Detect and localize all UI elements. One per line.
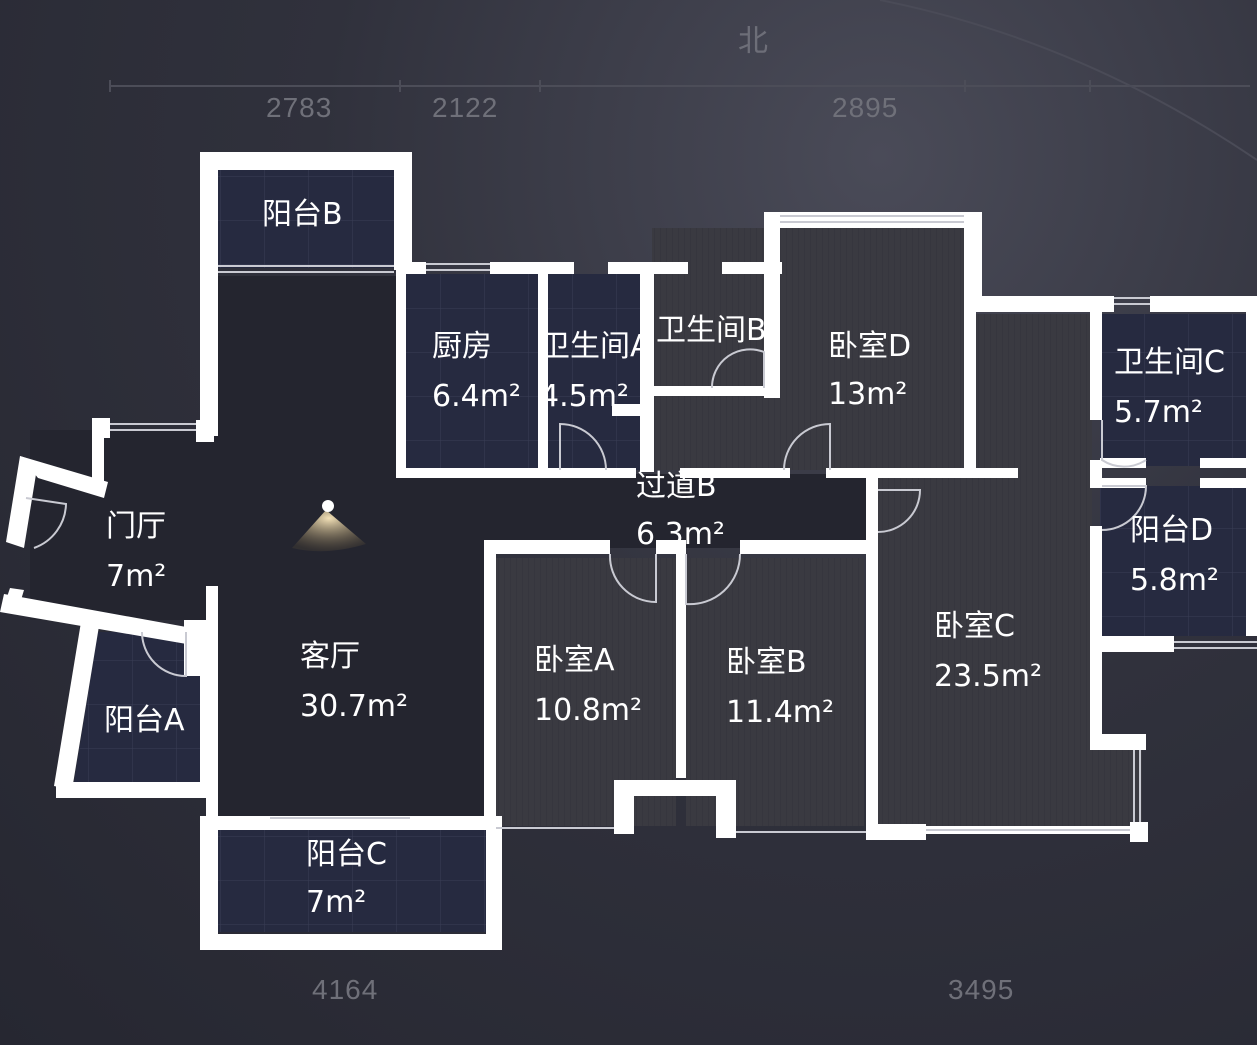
room-bath-c-area: 5.7m²: [1114, 395, 1203, 430]
north-label: 北: [738, 24, 768, 59]
room-bath-b-name[interactable]: 卫生间B: [656, 313, 767, 348]
doors: [25, 348, 1148, 678]
door-bath-c: [1101, 420, 1147, 468]
room-kitchen-name[interactable]: 厨房: [432, 329, 492, 364]
door-bed-d: [783, 422, 831, 471]
dimension-top-3: 2895: [832, 92, 899, 123]
floor-bath-a: [546, 274, 642, 470]
room-hallway-b-name[interactable]: 过道B: [636, 469, 717, 504]
room-bed-c-area: 23.5m²: [934, 659, 1043, 694]
room-bed-a-area: 10.8m²: [534, 693, 643, 728]
room-bed-a-name[interactable]: 卧室A: [534, 643, 615, 678]
floor-living-lower: [216, 540, 486, 824]
room-living-area: 30.7m²: [300, 689, 409, 724]
room-bath-a-area: 4.5m²: [540, 379, 629, 414]
room-balcony-a-name[interactable]: 阳台A: [104, 703, 185, 738]
room-living-name[interactable]: 客厅: [300, 639, 360, 674]
dimension-bottom-2: 3495: [948, 974, 1015, 1005]
room-bed-b-area: 11.4m²: [726, 695, 835, 730]
room-balcony-b-name[interactable]: 阳台B: [262, 197, 343, 232]
room-bed-b-name[interactable]: 卧室B: [726, 645, 807, 680]
dimension-top-1: 2783: [266, 92, 333, 123]
door-bed-b: [685, 553, 742, 606]
windows: [110, 215, 1257, 833]
room-bed-c-name[interactable]: 卧室C: [934, 609, 1015, 644]
door-balcony-d: [1101, 485, 1148, 531]
room-foyer-area: 7m²: [106, 559, 167, 594]
camera-position-icon[interactable]: [292, 500, 366, 552]
floor-balcony-d: [1100, 486, 1248, 636]
floor-bed-d-top: [780, 226, 966, 276]
room-balcony-c-area: 7m²: [306, 885, 367, 920]
room-foyer-name[interactable]: 门厅: [106, 509, 166, 544]
compass-arc: [879, 0, 1257, 161]
room-bath-c-name[interactable]: 卫生间C: [1114, 345, 1225, 380]
door-bath-a: [559, 422, 607, 471]
room-bath-a-name[interactable]: 卫生间A: [540, 329, 651, 364]
floor-bath-c: [1100, 314, 1248, 466]
door-entry: [25, 497, 68, 549]
room-kitchen-area: 6.4m²: [432, 379, 521, 414]
room-bed-d-name[interactable]: 卧室D: [828, 329, 912, 364]
dimension-bottom-1: 4164: [312, 974, 379, 1005]
door-bed-a: [608, 553, 657, 604]
floor-hallway: [400, 474, 866, 548]
room-bed-d-area: 13m²: [828, 377, 908, 412]
floor-bed-c: [878, 314, 1092, 828]
floor-balcony-a: [74, 632, 206, 782]
door-bath-b: [710, 348, 765, 389]
room-hallway-b-area: 6.3m²: [636, 517, 725, 552]
dimension-line-top: [109, 80, 1250, 92]
floor-balcony-c: [218, 828, 488, 932]
door-balcony-a: [141, 631, 187, 678]
door-bed-c: [877, 489, 922, 533]
dimension-top-2: 2122: [432, 92, 499, 123]
room-balcony-d-name[interactable]: 阳台D: [1130, 513, 1214, 548]
floor-balcony-b: [218, 170, 396, 268]
room-balcony-d-area: 5.8m²: [1130, 563, 1219, 598]
room-balcony-c-name[interactable]: 阳台C: [306, 837, 387, 872]
floor-kitchen: [402, 274, 540, 470]
